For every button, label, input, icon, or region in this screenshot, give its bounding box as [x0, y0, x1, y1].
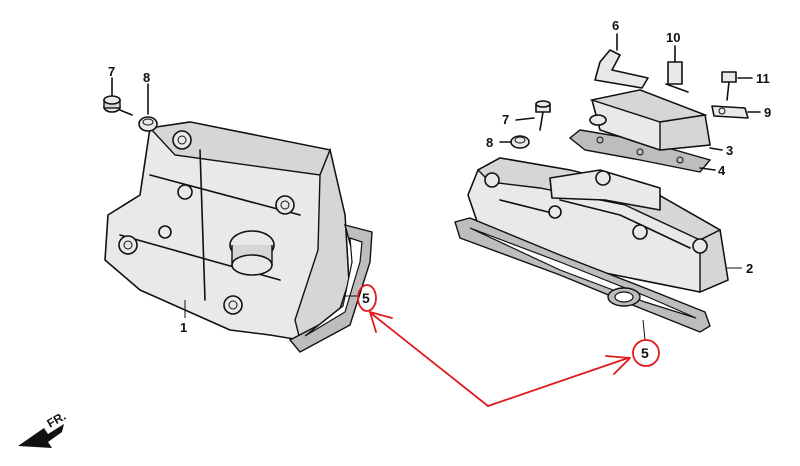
right-grommet [499, 135, 530, 149]
right-bracket [665, 45, 689, 93]
left-gasket [288, 224, 373, 353]
callout-6: 6 [612, 18, 619, 33]
leader-lines [184, 267, 742, 341]
callout-9: 9 [764, 105, 771, 120]
front-arrow-icon [18, 424, 64, 448]
arrow-head-left-icon [369, 311, 393, 333]
highlight-circle-right [632, 339, 660, 367]
callout-1: 1 [180, 320, 187, 335]
callout-7-left: 7 [108, 64, 115, 79]
left-cylinder-head-cover [104, 121, 351, 342]
highlight-arrow-path-2 [487, 357, 629, 407]
left-bolt [103, 77, 133, 116]
right-bolt-11 [721, 71, 753, 101]
callout-11: 11 [756, 71, 770, 86]
callout-2: 2 [746, 261, 753, 276]
right-clamp [594, 33, 649, 89]
right-bolt-7 [515, 100, 551, 131]
right-gasket [454, 217, 711, 333]
callout-7-right: 7 [502, 112, 509, 127]
right-breather-cover [589, 89, 723, 151]
callout-4: 4 [718, 163, 726, 178]
arrow-head-right-icon [605, 355, 631, 375]
front-direction-indicator: FR. [18, 409, 68, 448]
callout-5-right: 5 [641, 345, 649, 361]
right-clip [711, 105, 761, 119]
left-grommet [138, 83, 158, 132]
callout-8-left: 8 [143, 70, 150, 85]
callout-10: 10 [666, 30, 680, 45]
callout-3: 3 [726, 143, 733, 158]
highlight-annotation [357, 284, 660, 407]
highlight-arrow-path [371, 313, 489, 407]
callout-8-right: 8 [486, 135, 493, 150]
callout-5-left: 5 [362, 290, 370, 306]
highlight-circle-left [357, 284, 377, 312]
front-label: FR. [45, 409, 69, 431]
